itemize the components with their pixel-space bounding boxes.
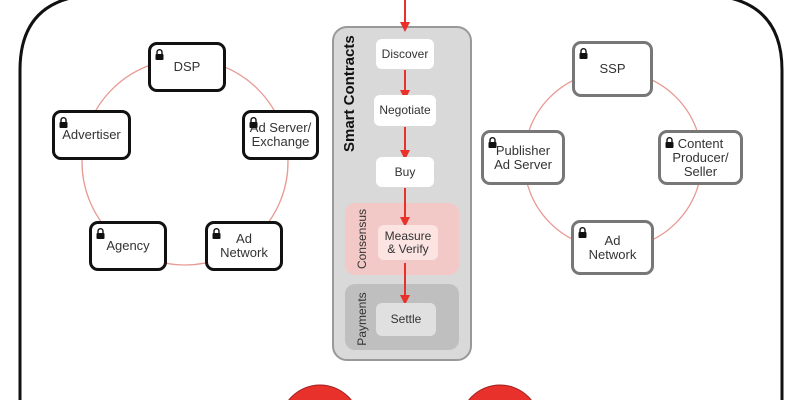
- node-label: Ad Network: [220, 231, 268, 260]
- node-agency[interactable]: Agency: [89, 221, 167, 271]
- lock-icon: [59, 117, 68, 128]
- node-label: Advertiser: [62, 127, 121, 142]
- lock-icon: [665, 137, 674, 148]
- node-publisher-ad-server[interactable]: Publisher Ad Server: [481, 130, 565, 185]
- step-measure-verify[interactable]: Measure & Verify: [378, 225, 438, 260]
- node-label: SSP: [599, 61, 626, 76]
- lock-icon: [249, 117, 258, 128]
- lock-icon: [578, 227, 587, 238]
- step-negotiate[interactable]: Negotiate: [374, 95, 436, 126]
- node-ad-server-exchange[interactable]: Ad Server/ Exchange: [242, 110, 319, 160]
- node-ssp[interactable]: SSP: [572, 41, 653, 97]
- lock-icon: [212, 228, 221, 239]
- lock-icon: [155, 49, 164, 60]
- node-sell-ad-network[interactable]: Ad Network: [571, 220, 654, 275]
- step-discover[interactable]: Discover: [376, 39, 434, 69]
- red-node-right[interactable]: [460, 384, 540, 400]
- node-label: Publisher Ad Server: [494, 142, 552, 172]
- node-advertiser[interactable]: Advertiser: [52, 110, 131, 160]
- payments-label: Payments: [355, 292, 369, 346]
- node-label: Agency: [106, 238, 150, 253]
- node-content-producer-seller[interactable]: Content Producer/ Seller: [658, 130, 743, 185]
- node-label: DSP: [173, 59, 201, 74]
- node-label: Content Producer/ Seller: [672, 135, 729, 179]
- node-dsp[interactable]: DSP: [148, 42, 226, 92]
- node-ad-network[interactable]: Ad Network: [205, 221, 283, 271]
- step-buy[interactable]: Buy: [376, 157, 434, 187]
- smart-contracts-title: Smart Contracts: [341, 35, 358, 152]
- outer-frame: [18, 0, 784, 400]
- step-settle[interactable]: Settle: [376, 303, 436, 336]
- lock-icon: [488, 137, 497, 148]
- lock-icon: [96, 228, 105, 239]
- consensus-label: Consensus: [355, 208, 369, 270]
- red-node-left[interactable]: [280, 384, 360, 400]
- node-label: Ad Server/ Exchange: [249, 120, 312, 149]
- node-label: Ad Network: [588, 232, 637, 262]
- lock-icon: [579, 48, 588, 59]
